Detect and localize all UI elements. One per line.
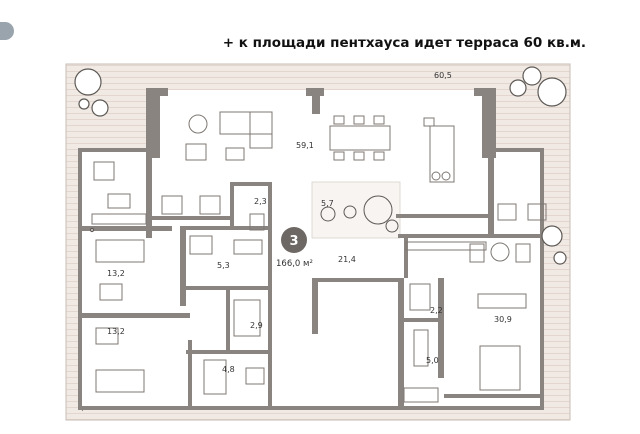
total-area: 166,0 м² bbox=[276, 259, 313, 269]
area-bedroom-b: 13,2 bbox=[107, 327, 125, 336]
corner-pill bbox=[0, 22, 14, 40]
area-master-bedroom: 30,9 bbox=[494, 315, 512, 324]
garden-plants bbox=[320, 195, 399, 233]
area-living: 59,1 bbox=[296, 141, 314, 150]
terrace-headline: + к площади пентхауса идет терраса 60 кв… bbox=[222, 35, 586, 51]
area-bathroom-a: 5,3 bbox=[217, 261, 230, 270]
area-dressing: 2,2 bbox=[430, 306, 443, 315]
walls bbox=[78, 88, 544, 411]
area-winter-garden: 5,7 bbox=[321, 199, 334, 208]
area-hall: 21,4 bbox=[338, 255, 356, 264]
rooms-badge: 3 bbox=[281, 227, 307, 253]
area-bathroom-b: 4,8 bbox=[222, 365, 235, 374]
area-master-bath: 5,0 bbox=[426, 356, 439, 365]
area-closet: 2,9 bbox=[250, 321, 263, 330]
terrace-plants bbox=[74, 66, 567, 265]
area-bedroom-a: 13,2 bbox=[107, 269, 125, 278]
rooms-count: 3 bbox=[289, 234, 298, 249]
area-wc-small: 2,3 bbox=[254, 197, 267, 206]
area-terrace: 60,5 bbox=[434, 71, 452, 80]
furniture bbox=[91, 111, 547, 403]
